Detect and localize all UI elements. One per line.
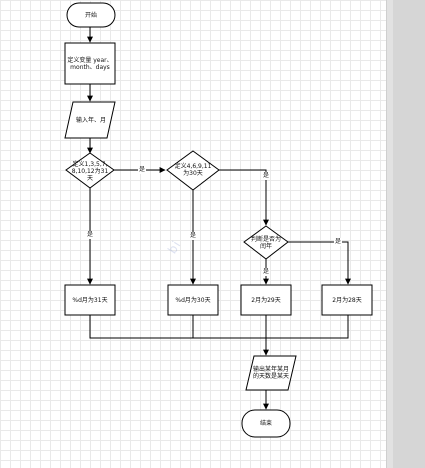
edge-label-bg	[86, 231, 94, 239]
node-end[interactable]: 结束	[241, 409, 291, 438]
edges	[87, 27, 351, 410]
node-box-29-days[interactable]: 2月为29天	[240, 284, 292, 316]
node-box-30-days[interactable]: %d月为30天	[167, 284, 219, 316]
node-decision-30-days[interactable]: 定义4,6,9,11为30天	[166, 150, 220, 191]
edge-dec2-no[interactable]	[219, 169, 269, 226]
diagram-canvas[interactable]: 是 是 是 是 是 是 开始 定义变量 year、month、days	[0, 0, 386, 468]
label-dec2-yes: 是	[190, 232, 196, 239]
edge-merge-bus[interactable]	[89, 315, 349, 339]
node-box-28-days[interactable]: 2月为28天	[321, 284, 373, 316]
edge-label-bg	[334, 238, 342, 246]
node-box-31-days[interactable]: %d月为31天	[64, 284, 116, 316]
edge-dec3-no[interactable]	[288, 241, 351, 285]
label-dec2-no: 是	[263, 172, 269, 179]
node-define-vars[interactable]: 定义变量 year、month、days	[64, 42, 116, 85]
node-decision-leap-year[interactable]: 判断是否为闰年	[243, 225, 289, 260]
label-dec3-no: 是	[335, 238, 341, 245]
edge-labels: 是 是 是 是 是 是	[86, 166, 342, 276]
label-dec3-yes: 是	[263, 268, 269, 275]
edge-label-bg	[262, 268, 270, 276]
node-input[interactable]: 输入年、月	[64, 101, 116, 139]
node-decision-31-days[interactable]: 定义1,3,5,7,8,10,12为31天	[65, 152, 115, 189]
edge-label-bg	[189, 232, 197, 240]
flowchart: 是 是 是 是 是 是 开始 定义变量 year、month、days	[64, 2, 373, 438]
label-dec1-yes: 是	[87, 231, 93, 238]
edge-label-bg	[138, 166, 146, 174]
node-output[interactable]: 输出某年某月的天数是某天	[245, 355, 297, 391]
label-dec1-no: 是	[139, 166, 145, 173]
scroll-gutter	[386, 0, 425, 468]
node-start[interactable]: 开始	[66, 2, 116, 28]
vertical-scrollbar-track[interactable]	[393, 0, 425, 468]
edge-label-bg	[262, 172, 270, 180]
